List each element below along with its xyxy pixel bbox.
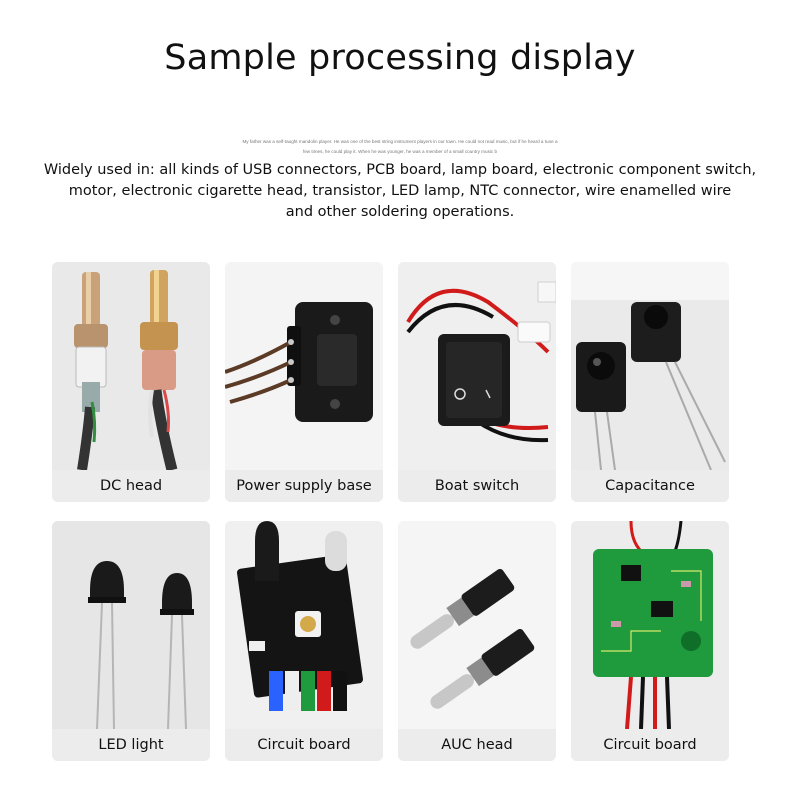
sample-card-led-light: LED light [52, 521, 210, 761]
sample-label-bar: AUC head [398, 729, 556, 761]
circuit-board-photo [225, 521, 383, 729]
led-light-photo [52, 521, 210, 729]
sample-label: Power supply base [236, 478, 372, 494]
description-line: Widely used in: all kinds of USB connect… [43, 162, 757, 178]
sample-label: Boat switch [434, 478, 520, 494]
sample-label-bar: Circuit board [225, 729, 383, 761]
usage-description: Widely used in: all kinds of USB connect… [40, 160, 760, 223]
sample-card-auc-head: AUC head [398, 521, 556, 761]
sample-label-bar: Boat switch [398, 470, 556, 502]
page-title: Sample processing display [164, 38, 636, 78]
sample-label: Capacitance [605, 478, 695, 494]
boat-switch-photo [398, 262, 556, 470]
auc-head-photo [398, 521, 556, 729]
sample-label-bar: Power supply base [225, 470, 383, 502]
green-circuit-board-photo [571, 521, 729, 729]
fine-print: My father was a self-taught mandolin pla… [150, 137, 650, 157]
sample-card-circuit-board: Circuit board [225, 521, 383, 761]
sample-card-boat-switch: Boat switch [398, 262, 556, 502]
power-supply-base-photo [225, 262, 383, 470]
sample-label: Circuit board [257, 737, 351, 753]
sample-card-dc-head: DC head [52, 262, 210, 502]
sample-label: Circuit board [603, 737, 697, 753]
fine-print-line: My father was a self-taught mandolin pla… [242, 139, 558, 144]
description-line: motor, electronic cigarette head, transi… [68, 183, 732, 199]
sample-card-green-circuit-board: Circuit board [571, 521, 729, 761]
fine-print-line: few times, he could play it. When he was… [302, 149, 498, 154]
sample-label-bar: Circuit board [571, 729, 729, 761]
sample-card-power-supply-base: Power supply base [225, 262, 383, 502]
sample-label-bar: LED light [52, 729, 210, 761]
dc-head-photo [52, 262, 210, 470]
capacitance-photo [571, 262, 729, 470]
sample-label: LED light [98, 737, 164, 753]
sample-label: AUC head [441, 737, 513, 753]
description-line: and other soldering operations. [285, 204, 515, 220]
sample-label-bar: DC head [52, 470, 210, 502]
sample-card-capacitance: Capacitance [571, 262, 729, 502]
sample-label-bar: Capacitance [571, 470, 729, 502]
sample-label: DC head [99, 478, 163, 494]
